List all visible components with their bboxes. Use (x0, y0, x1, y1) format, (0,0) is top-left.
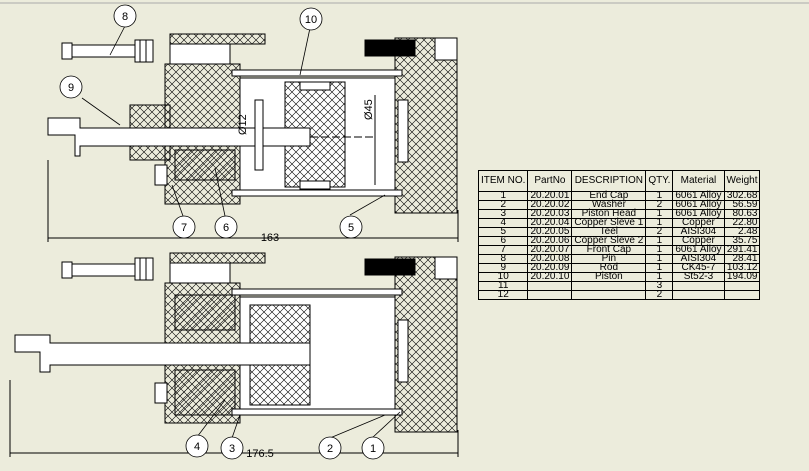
balloon-3-label: 3 (229, 443, 235, 455)
balloon-7 (172, 215, 196, 239)
balloon-9 (59, 75, 83, 99)
top-section-view (47, 33, 459, 242)
bom-cell (571, 290, 647, 300)
balloon-1 (361, 436, 385, 460)
bom-cell (672, 290, 725, 300)
balloon-10-label: 10 (305, 14, 317, 26)
balloon-7-label: 7 (181, 222, 187, 234)
balloon-6-label: 6 (223, 222, 229, 234)
balloon-5 (339, 215, 363, 239)
balloon-3 (220, 436, 244, 460)
bom-header-partno: PartNo (527, 170, 573, 192)
dim-rod-dia: Ø12 (237, 114, 249, 135)
bom-cell: 12 (477, 290, 529, 300)
bom-header-row: ITEM NO. PartNo DESCRIPTION QTY. Materia… (477, 170, 761, 192)
bom-cell: Piston (571, 272, 647, 282)
bom-cell: 194.09 (723, 272, 761, 282)
bom-cell (723, 281, 761, 291)
bom-header-qty: QTY. (645, 170, 674, 192)
bom-cell (723, 290, 761, 300)
balloon-10 (299, 7, 323, 31)
leader-lines (81, 25, 401, 439)
balloon-1-label: 1 (370, 443, 376, 455)
dim-bore-dia: Ø45 (363, 99, 375, 120)
bom-header-description: DESCRIPTION (571, 170, 647, 192)
bom-cell: 20.20.10 (527, 272, 573, 282)
balloon-4-label: 4 (194, 441, 200, 453)
balloon-9-label: 9 (68, 82, 74, 94)
bom-cell: St52-3 (672, 272, 725, 282)
bottom-section-view (9, 252, 459, 457)
bom-cell (672, 281, 725, 291)
bom-row: 12 2 (477, 290, 761, 300)
bom-header-material: Material (672, 170, 725, 192)
dim-top-length: 163 (261, 232, 279, 244)
bill-of-materials: ITEM NO. PartNo DESCRIPTION QTY. Materia… (477, 170, 761, 300)
balloon-5-label: 5 (348, 222, 354, 234)
dim-bottom-length: 176.5 (246, 448, 274, 460)
balloon-4 (185, 434, 209, 458)
balloon-2-label: 2 (327, 443, 333, 455)
balloon-6 (214, 215, 238, 239)
balloon-8-label: 8 (122, 11, 128, 23)
bom-cell (527, 290, 573, 300)
bom-cell (527, 281, 573, 291)
bom-header-item: ITEM NO. (477, 170, 529, 192)
bom-header-weight: Weight (723, 170, 761, 192)
bom-cell (571, 281, 647, 291)
balloon-8 (113, 4, 137, 28)
balloon-2 (318, 436, 342, 460)
bom-cell: 2 (645, 290, 674, 300)
